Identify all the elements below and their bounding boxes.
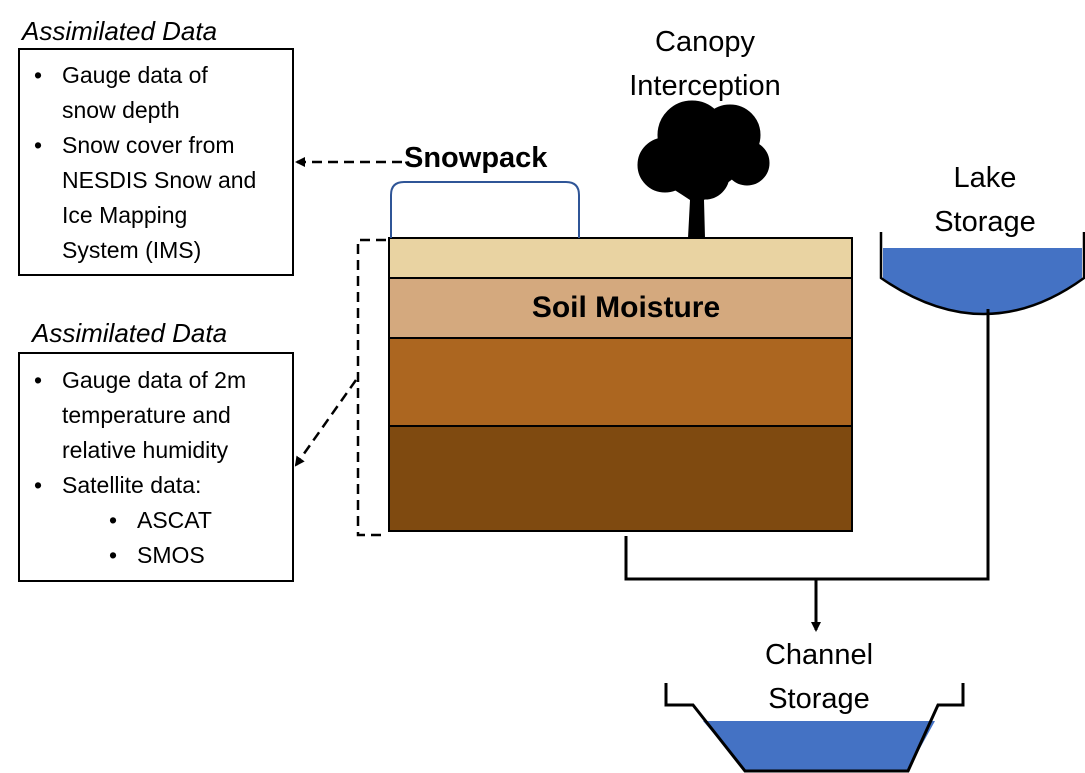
canopy-label-line2: Interception bbox=[629, 70, 781, 102]
assimilated-data-box-top: Gauge data of snow depth Snow cover from… bbox=[18, 48, 294, 276]
assimilated-data-heading-top: Assimilated Data bbox=[22, 16, 218, 46]
channel-outline bbox=[664, 683, 965, 773]
list-item: NESDIS Snow and bbox=[62, 167, 257, 193]
list-item: Satellite data: bbox=[20, 468, 292, 503]
soil-layer-3 bbox=[388, 337, 853, 427]
soil-dashed-bracket bbox=[356, 238, 386, 537]
assimilated-data-heading-bottom: Assimilated Data bbox=[32, 318, 228, 348]
lake-basin bbox=[883, 248, 1082, 314]
flow-line-soil bbox=[624, 536, 816, 581]
assimilated-data-box-bottom: Gauge data of 2m temperature and relativ… bbox=[18, 352, 294, 582]
list-item: Gauge data of 2m bbox=[20, 363, 292, 398]
tree-icon bbox=[637, 100, 770, 238]
soil-layer-2 bbox=[388, 277, 853, 339]
soil-moisture-label: Soil Moisture bbox=[531, 291, 721, 324]
canopy-label-line1: Canopy bbox=[655, 26, 755, 58]
list-item: ASCAT bbox=[20, 503, 292, 538]
flow-line-lake bbox=[816, 309, 990, 581]
list-item: temperature and bbox=[62, 402, 231, 428]
soil-layer-4 bbox=[388, 425, 853, 532]
list-item: relative humidity bbox=[62, 437, 229, 463]
list-item: SMOS bbox=[20, 538, 292, 573]
snowpack-label: Snowpack bbox=[404, 142, 548, 174]
lake-outline bbox=[879, 232, 1085, 316]
list-item: Snow cover from bbox=[20, 128, 292, 163]
lake-label-line2: Storage bbox=[934, 206, 1036, 238]
soil-arrow bbox=[294, 379, 358, 467]
snowpack-outline bbox=[390, 181, 580, 238]
channel-label-line2: Storage bbox=[768, 683, 870, 715]
channel-water bbox=[703, 721, 935, 770]
soil-layer-1 bbox=[388, 237, 853, 279]
list-item: Gauge data of bbox=[20, 58, 292, 93]
lake-label-line1: Lake bbox=[953, 162, 1017, 194]
list-item: System (IMS) bbox=[62, 237, 202, 263]
list-item: snow depth bbox=[62, 97, 180, 123]
channel-label-line1: Channel bbox=[764, 639, 874, 671]
list-item: Ice Mapping bbox=[62, 202, 188, 228]
